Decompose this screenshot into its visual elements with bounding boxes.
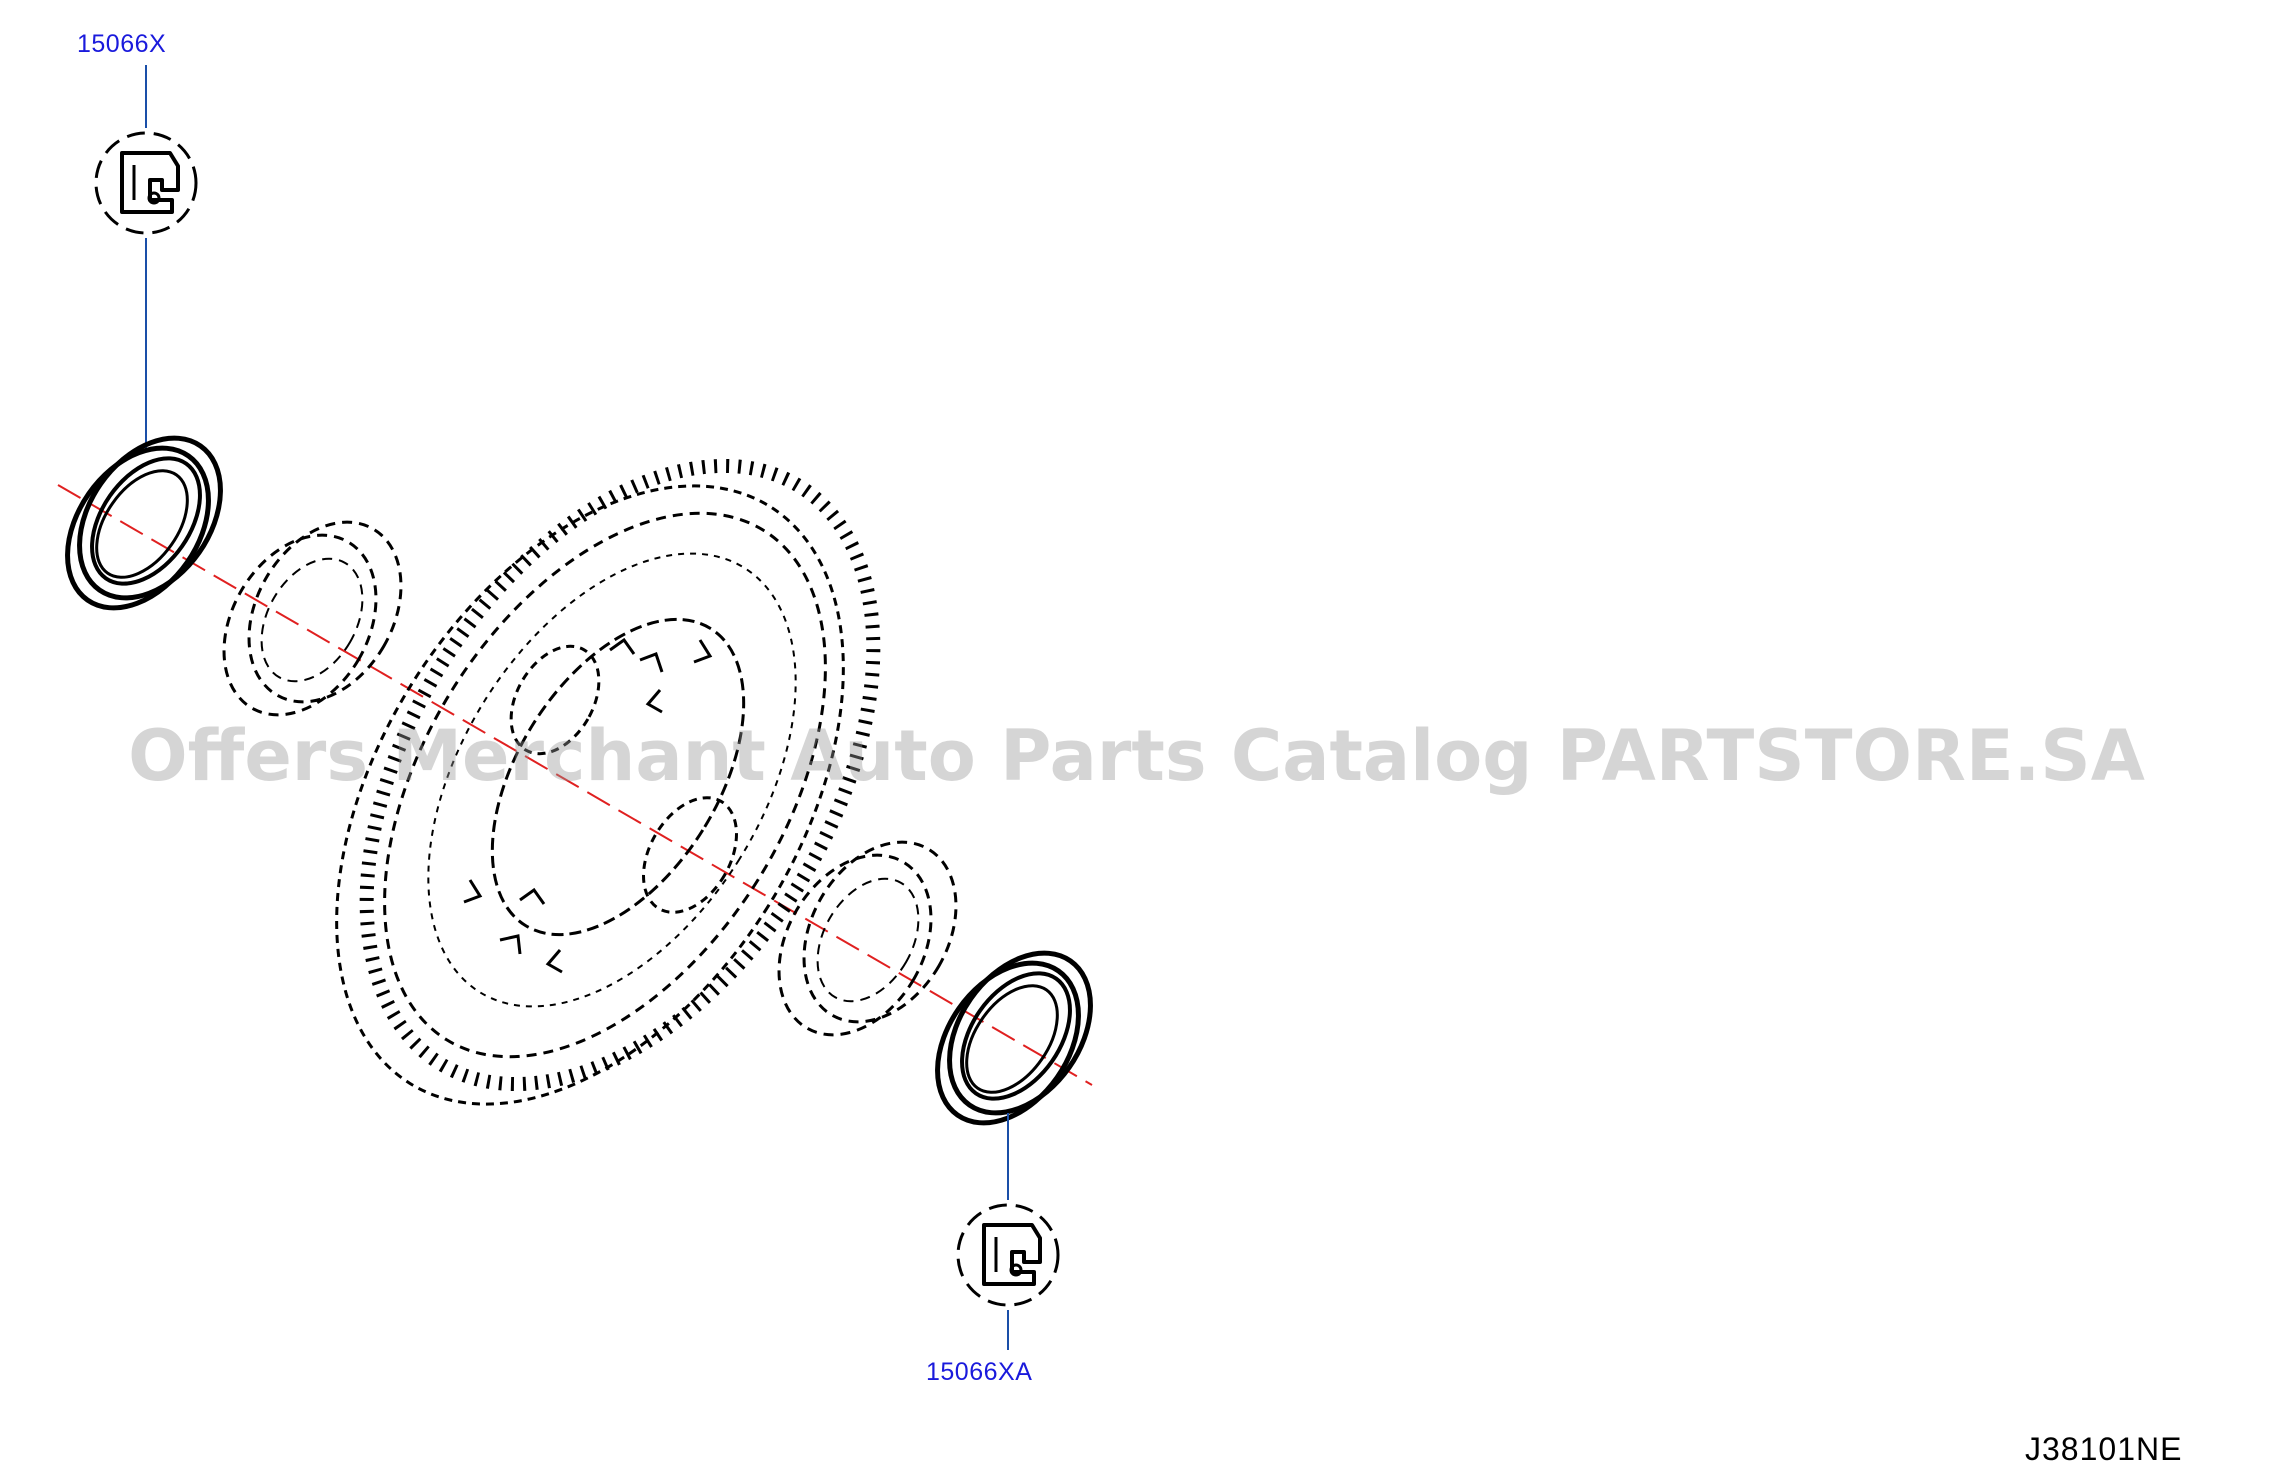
- bottom-seal-detail-icon[interactable]: [956, 1203, 1060, 1307]
- top-seal-detail-icon[interactable]: [94, 131, 198, 235]
- differential-ring-gear-icon: [335, 458, 881, 1106]
- diagram-code: J38101NE: [2025, 1431, 2183, 1467]
- left-side-bearing-icon: [222, 520, 403, 717]
- center-axis-line: [57, 484, 1093, 1086]
- part-callout-15066x[interactable]: 15066X: [77, 30, 167, 58]
- part-callout-15066xa[interactable]: 15066XA: [926, 1358, 1033, 1386]
- bottom-oil-seal-icon[interactable]: [908, 927, 1119, 1150]
- right-side-bearing-icon: [777, 840, 958, 1037]
- top-oil-seal-icon[interactable]: [38, 412, 249, 635]
